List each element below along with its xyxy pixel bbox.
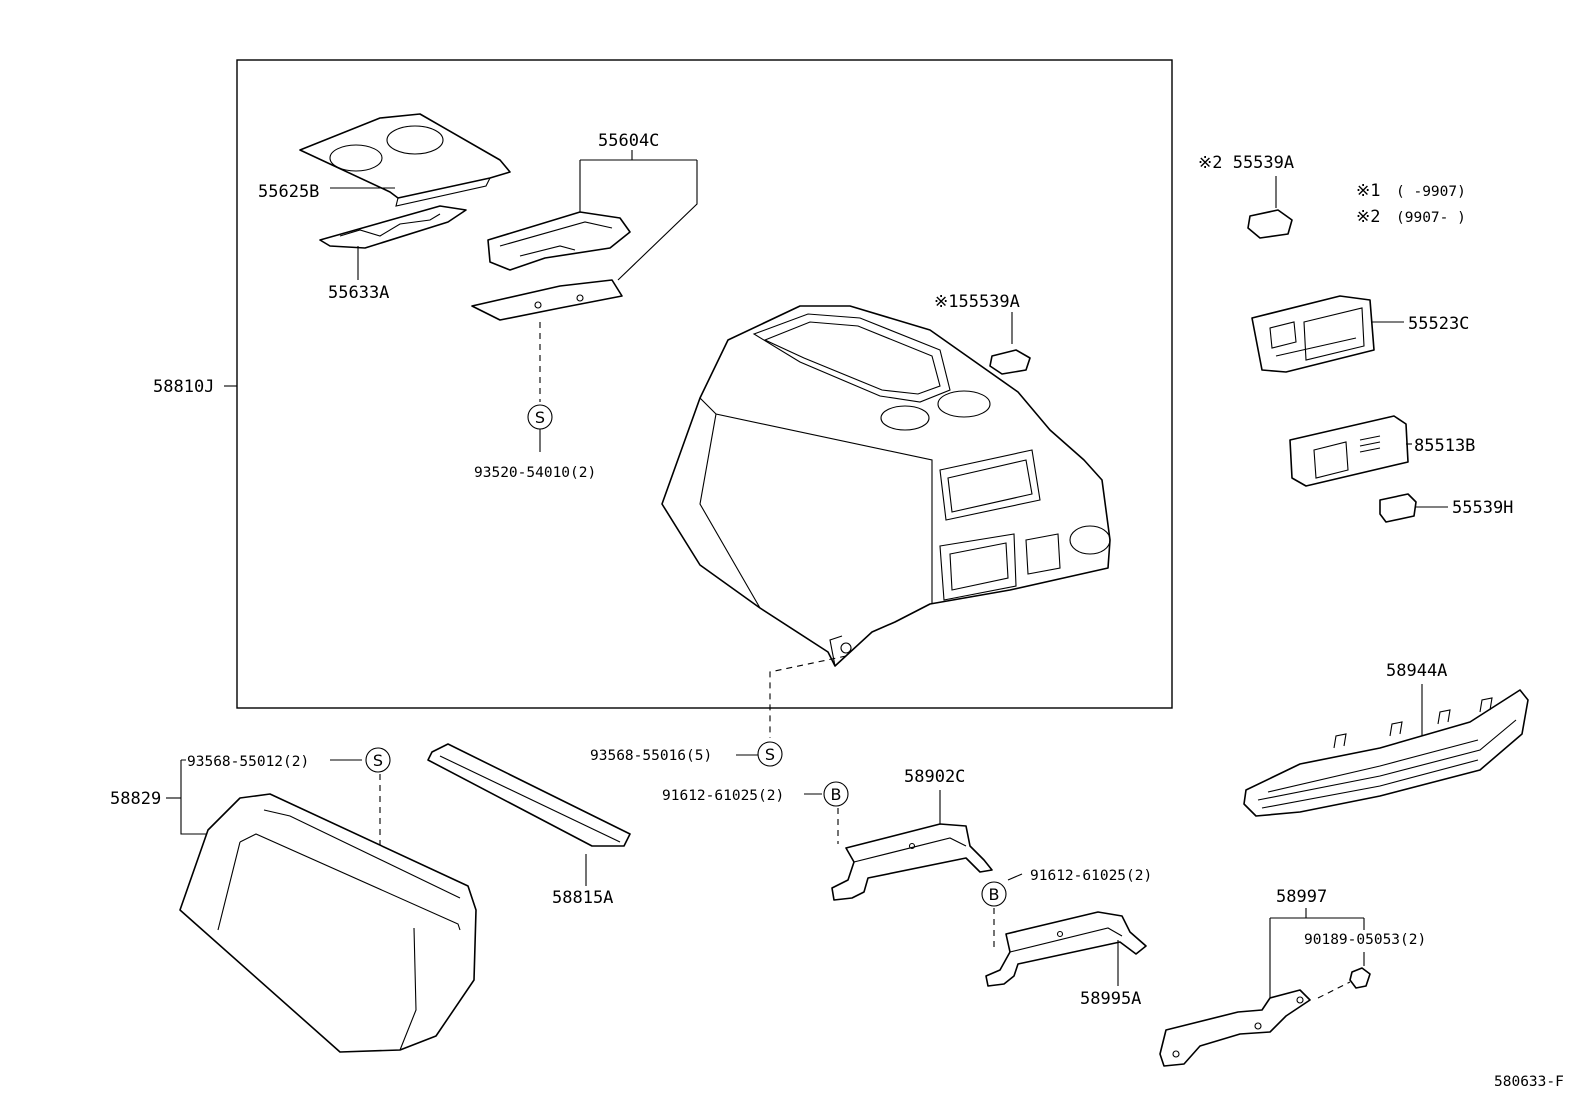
part-58902C — [831, 823, 993, 901]
label-58810J: 58810J — [153, 377, 214, 397]
figure-code: 580633-F — [1494, 1074, 1564, 1090]
part-55539A-1 — [989, 349, 1031, 375]
note-1-mark: ※1 — [1356, 181, 1380, 201]
screw-mark-93568-55012 — [365, 747, 391, 773]
label-93520-54010: 93520-54010(2) — [474, 465, 596, 481]
bolt-mark-91612-b — [981, 881, 1007, 907]
bolt-mark-91612-a-letter: B — [831, 785, 842, 804]
bolt-mark-91612-a — [823, 781, 849, 807]
assembly-frame — [236, 59, 1173, 709]
label-55625B: 55625B — [258, 182, 319, 202]
label-58944A: 58944A — [1386, 661, 1447, 681]
screw-mark-93520-letter: S — [535, 408, 545, 427]
label-58997: 58997 — [1276, 887, 1327, 907]
note-1-range: ( -9907) — [1396, 184, 1466, 200]
label-90189-05053: 90189-05053(2) — [1304, 932, 1426, 948]
screw-mark-93568-55016-letter: S — [765, 745, 775, 764]
part-55539H — [1379, 493, 1417, 523]
part-55604C-upper — [487, 211, 631, 271]
bolt-mark-91612-b-letter: B — [989, 885, 1000, 904]
note-2-range: (9907- ) — [1396, 210, 1466, 226]
part-85513B — [1289, 415, 1409, 487]
part-55604C-lower — [471, 279, 623, 321]
part-55625B — [299, 113, 511, 207]
label-55539A-2: ※2 55539A — [1198, 153, 1294, 173]
label-91612-a: 91612-61025(2) — [662, 788, 784, 804]
note-2-mark: ※2 — [1356, 207, 1380, 227]
label-55539A-1: ※155539A — [934, 292, 1020, 312]
label-55633A: 55633A — [328, 283, 389, 303]
label-55604C: 55604C — [598, 131, 659, 151]
label-58902C: 58902C — [904, 767, 965, 787]
label-55523C: 55523C — [1408, 314, 1469, 334]
part-55539A-2 — [1247, 209, 1293, 239]
part-55523C — [1251, 295, 1375, 373]
screw-mark-93568-55012-letter: S — [373, 751, 383, 770]
label-93568-55012: 93568-55012(2) — [187, 754, 309, 770]
label-58815A: 58815A — [552, 888, 613, 908]
label-58829: 58829 — [110, 789, 161, 809]
part-58815A — [427, 743, 631, 847]
label-85513B: 85513B — [1414, 436, 1475, 456]
part-58829 — [179, 793, 477, 1053]
label-55539H: 55539H — [1452, 498, 1513, 518]
part-90189-05053 — [1349, 967, 1371, 989]
label-58995A: 58995A — [1080, 989, 1141, 1009]
screw-mark-93568-55016 — [757, 741, 783, 767]
label-93568-55016: 93568-55016(5) — [590, 748, 712, 764]
part-58944A — [1243, 689, 1529, 817]
part-58995A — [985, 911, 1147, 987]
part-55633A — [319, 205, 467, 249]
part-58997 — [1159, 989, 1311, 1067]
part-console-body — [661, 305, 1111, 667]
label-91612-b: 91612-61025(2) — [1030, 868, 1152, 884]
